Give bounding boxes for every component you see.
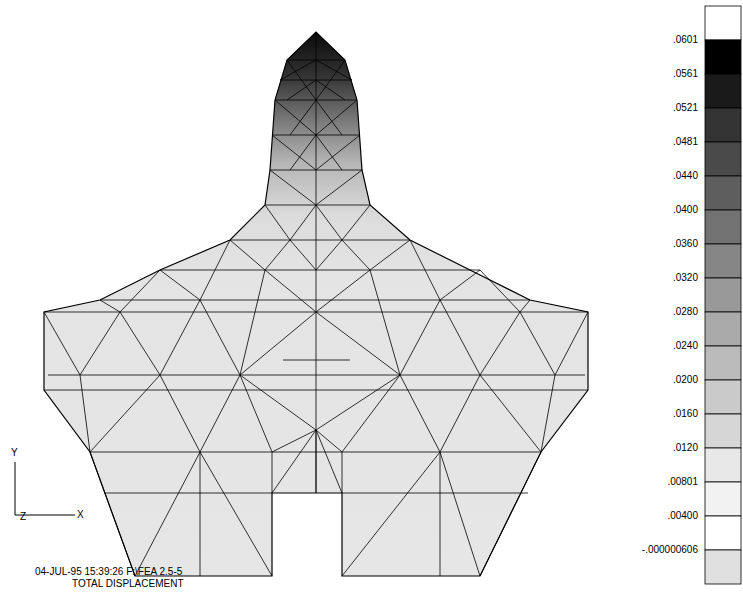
timestamp-note: 04-JUL-95 15:39:26 F:\FEA 2.5-5: [35, 566, 182, 578]
legend-value: .0400: [673, 204, 698, 216]
legend-value: .0481: [673, 136, 698, 148]
plot-caption: TOTAL DISPLACEMENT: [72, 578, 184, 590]
legend-value: .00400: [667, 510, 698, 522]
legend-value: .0280: [673, 306, 698, 318]
legend-value: .0360: [673, 238, 698, 250]
legend-value: .0160: [673, 408, 698, 420]
legend-value: .0200: [673, 374, 698, 386]
legend-bar: [705, 6, 741, 584]
axis-triad: [15, 462, 75, 515]
legend-value: .0440: [673, 170, 698, 182]
legend-value: .0601: [673, 34, 698, 46]
mesh-lines: [44, 32, 588, 576]
legend-value: .0320: [673, 272, 698, 284]
legend-value: .0521: [673, 102, 698, 114]
axis-label: Z: [20, 511, 26, 523]
legend-value: .0240: [673, 340, 698, 352]
legend-value: .0561: [673, 68, 698, 80]
axis-label: Y: [11, 447, 18, 459]
axis-label: X: [77, 509, 84, 521]
legend-value: .0120: [673, 442, 698, 454]
legend-value: .00801: [667, 476, 698, 488]
legend-value: -.000000606: [642, 544, 698, 556]
part-outline: [44, 32, 588, 576]
